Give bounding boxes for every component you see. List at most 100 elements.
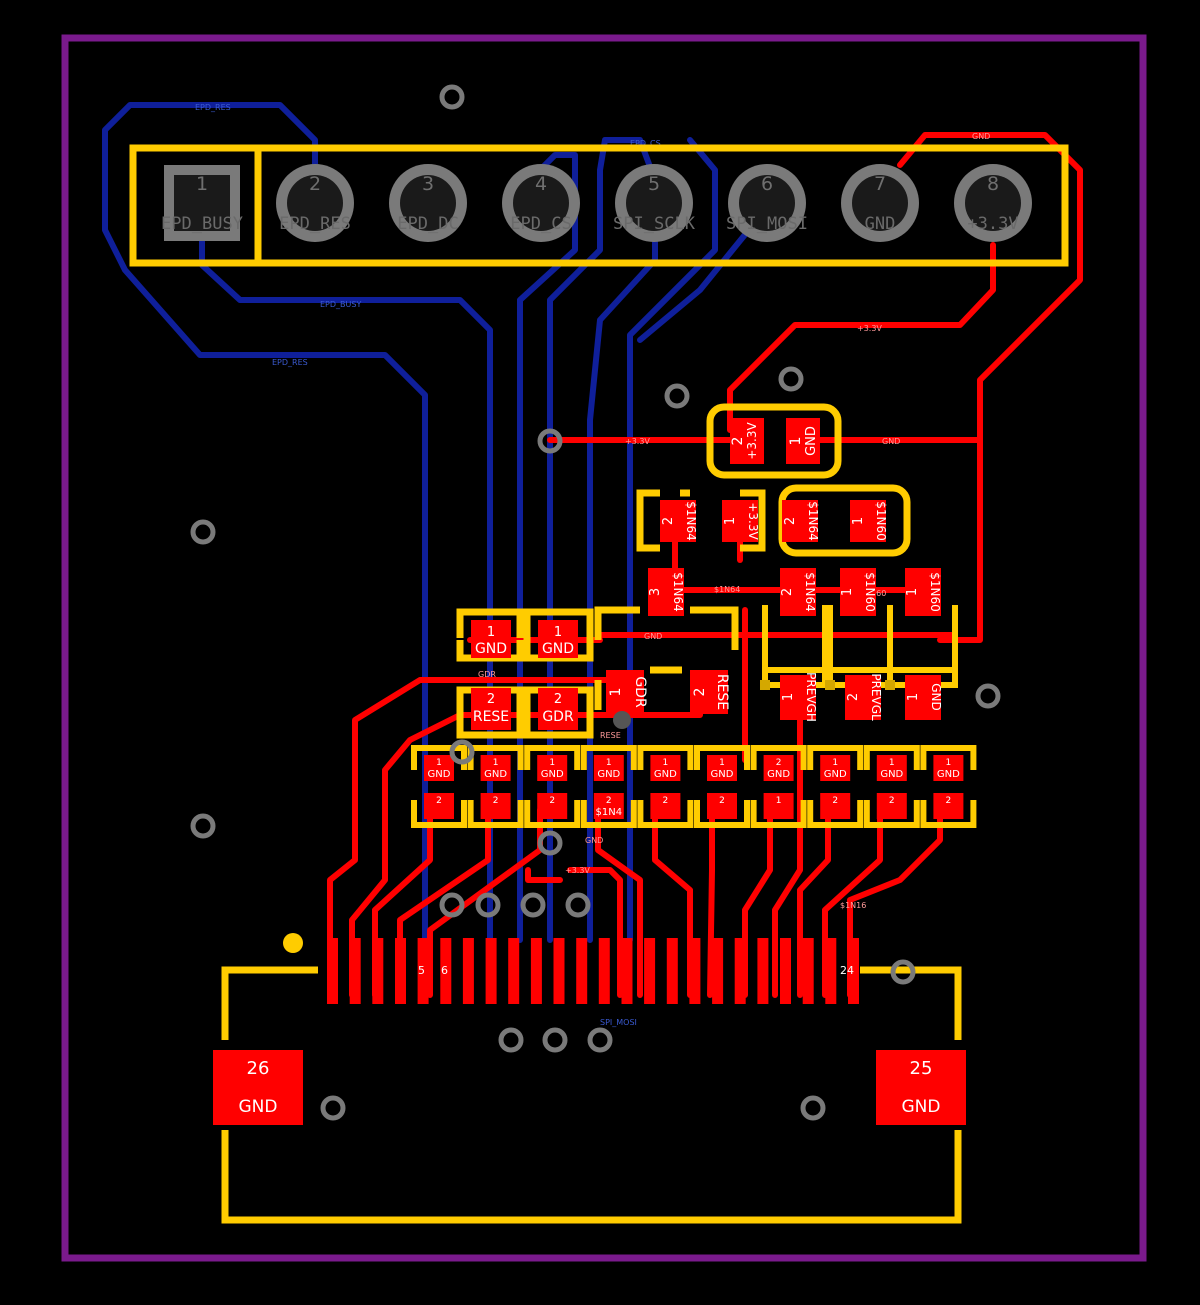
cap-top-pad1-num: 1 <box>788 437 804 446</box>
net-label: $1N16 <box>840 901 866 910</box>
fpc-pad <box>462 938 474 1004</box>
pin-number: 7 <box>874 173 886 195</box>
cap-num: 1 <box>719 758 725 768</box>
fpc-pad <box>712 938 724 1004</box>
cap-label: GND <box>484 769 507 780</box>
pad-label: $1N64 <box>671 572 685 612</box>
cap-num: 1 <box>549 758 555 768</box>
pad-num: 2 <box>661 517 676 525</box>
cap-label: GND <box>654 769 677 780</box>
cap-row: 1GND21GND21GND21GND2$1N41GND21GND22GND11… <box>411 745 977 828</box>
pad-label: $1N60 <box>928 572 942 612</box>
fpc-pad <box>530 938 542 1004</box>
pad-num: 1 <box>840 588 855 596</box>
pin-number: 8 <box>987 173 999 195</box>
cap-label: GND <box>767 769 790 780</box>
pin-number: 1 <box>196 173 208 195</box>
pin-hole <box>852 175 908 231</box>
mount-left-label: GND <box>239 1097 278 1117</box>
pad-num: 2 <box>780 588 795 596</box>
net-label: GND <box>882 437 900 446</box>
row3-pad: 3$1N64 <box>648 568 685 616</box>
fpc-pad <box>644 938 656 1004</box>
fpc-pad <box>417 938 429 1004</box>
row3-pad: 1$1N60 <box>905 568 942 616</box>
net-label: GND <box>644 632 662 641</box>
cap-num: 2 <box>663 796 669 806</box>
net-label: +3.3V <box>565 866 590 875</box>
mosfet-pin2-label: RESE <box>714 674 730 710</box>
fpc-pad <box>825 938 837 1004</box>
fpc-pad <box>689 938 701 1004</box>
cap-num: 1 <box>832 758 838 768</box>
pin1-marker <box>283 933 303 953</box>
fpc-mount-left: 26 GND <box>213 1050 303 1125</box>
row3-pad: 2$1N64 <box>780 568 817 616</box>
cap-num: 1 <box>487 625 495 640</box>
top-copper-traces <box>327 132 1083 998</box>
fpc-pad <box>848 938 859 1004</box>
row2-pad: 2$1N64 <box>660 500 698 542</box>
via <box>778 366 804 392</box>
cap-num: 2 <box>776 758 782 768</box>
mount-right-label: GND <box>902 1097 941 1117</box>
fpc-pads <box>327 938 859 1004</box>
pin-hole <box>626 175 682 231</box>
via <box>542 1027 568 1053</box>
via <box>975 683 1001 709</box>
fpc-pad <box>395 938 406 1004</box>
net-label: EPD_CS <box>630 139 661 148</box>
header-pins: 1EPD_BUSY2EPD_RES3EPD_DC4EPD_CS5SPI_SCLK… <box>161 164 1032 242</box>
pin-name: EPD_CS <box>510 214 571 234</box>
cap-num: 1 <box>776 796 782 806</box>
row2-pad: 2$1N64 <box>782 500 820 542</box>
cap-label: GND <box>880 769 903 780</box>
cap-num: 2 <box>487 692 495 707</box>
pin-hole <box>287 175 343 231</box>
net-label: $1N64 <box>714 585 740 594</box>
mosfet-pin1-num: 1 <box>608 688 624 697</box>
fpc-label-6: 6 <box>441 964 448 977</box>
fpc-pad <box>349 938 361 1004</box>
header-silkscreen <box>129 144 1069 267</box>
via <box>190 519 216 545</box>
via <box>890 959 916 985</box>
via <box>449 739 475 765</box>
cap-num: 1 <box>889 758 895 768</box>
net-label: GDR <box>478 670 496 679</box>
cap-label: $1N4 <box>596 807 623 818</box>
fpc-pad <box>621 938 633 1004</box>
via <box>587 1027 613 1053</box>
pin-number: 4 <box>535 173 547 195</box>
cap-label: GDR <box>542 709 574 725</box>
via <box>520 892 546 918</box>
cap-label: RESE <box>473 709 509 725</box>
cap-label: GND <box>824 769 847 780</box>
pin-hole <box>174 175 230 231</box>
via <box>800 1095 826 1121</box>
fpc-pad <box>576 938 588 1004</box>
cap-num: 2 <box>554 692 562 707</box>
pin-name: EPD_DC <box>397 214 458 234</box>
cap-label: GND <box>541 769 564 780</box>
cap-num: 1 <box>493 758 499 768</box>
fpc-pad <box>485 938 497 1004</box>
via <box>537 428 563 454</box>
cap-num: 2 <box>719 796 725 806</box>
pin-number: 6 <box>761 173 773 195</box>
pad-num: 1 <box>723 517 738 525</box>
